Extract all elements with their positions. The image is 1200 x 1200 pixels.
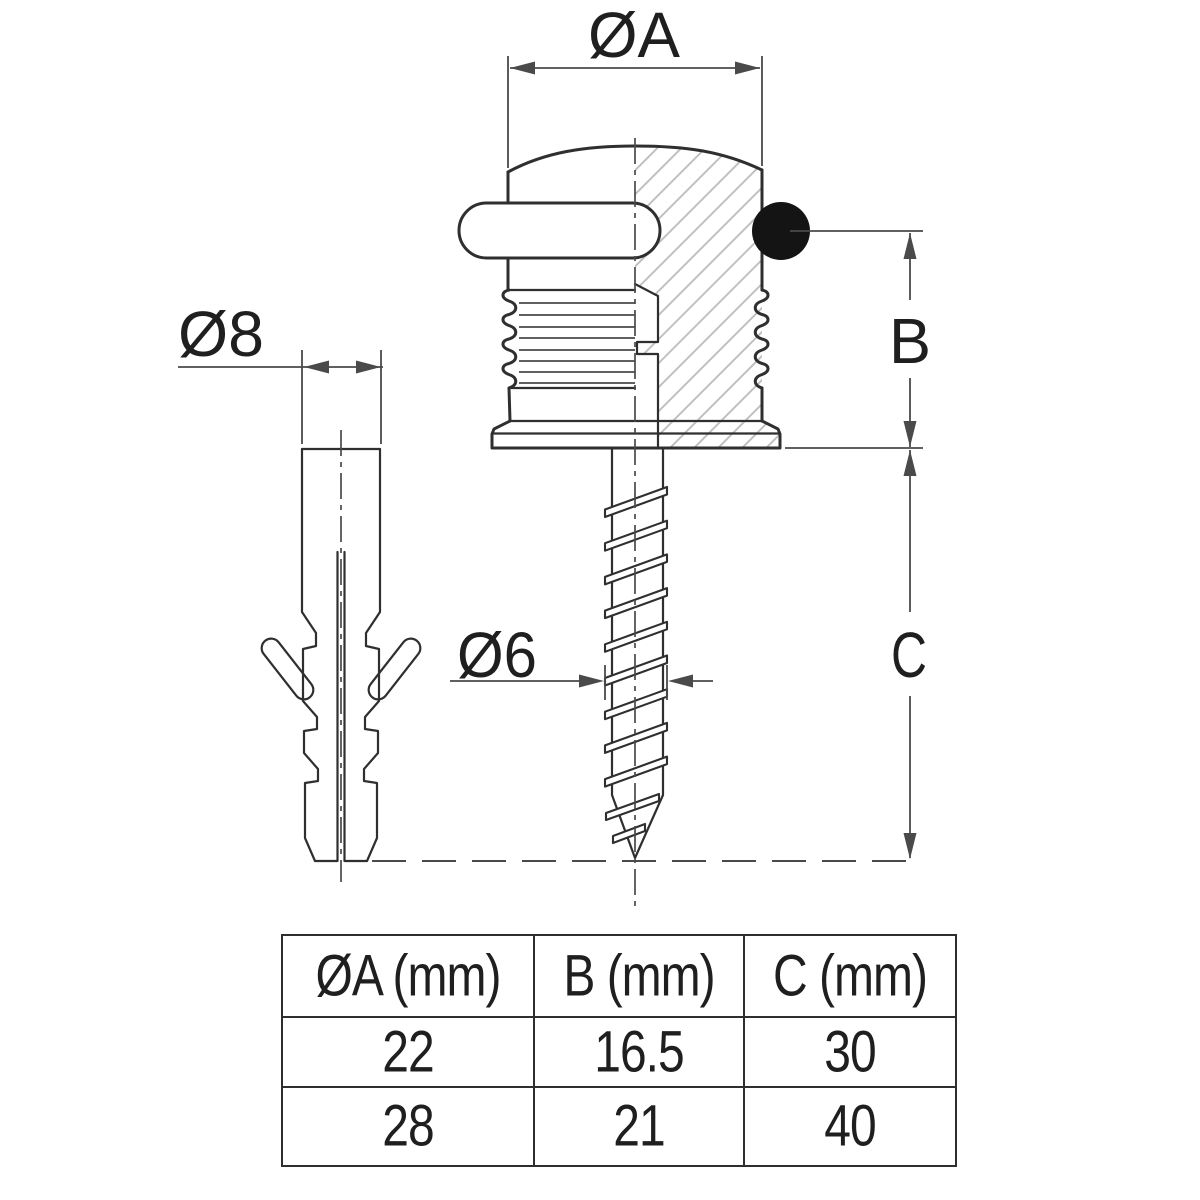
table-cell-row2-c: 40 (824, 1094, 876, 1159)
c-arrow-up (903, 450, 917, 476)
b-arrow-up (903, 233, 917, 259)
thread-crest-lines (519, 302, 635, 384)
plug-expansion-slit (336, 550, 346, 863)
dimension-c: C (891, 450, 927, 859)
plug-right-wing (367, 637, 422, 701)
table-cell-row2-dia-a: 28 (283, 1088, 535, 1165)
dia-8-arrow-left (304, 360, 329, 374)
c-arrow-down (903, 833, 917, 859)
dia-a-arrow-right (735, 61, 760, 75)
base-flange-outline (490, 419, 782, 450)
dimension-dia-a: ØA (507, 0, 763, 168)
plug-left-profile (300, 447, 339, 863)
door-stop-section-view (457, 144, 810, 450)
screw-thread-flights (603, 485, 669, 845)
table-cell-row1-c: 30 (745, 1018, 955, 1088)
dim-label-b: B (889, 305, 931, 377)
dimension-dia-6: Ø6 (450, 619, 713, 700)
section-hatch-area (635, 147, 780, 448)
right-thread-ribs (753, 288, 770, 390)
rubber-buffer-dot (752, 202, 810, 260)
dia-6-extension-ticks (604, 665, 668, 700)
table-cell-row2-b: 21 (535, 1088, 745, 1165)
table-header-c: C (mm) (745, 936, 955, 1018)
size-table: ØA (mm) B (mm) C (mm) 22 16.5 30 28 21 4… (281, 934, 957, 1167)
dia-8-arrow-right (356, 360, 381, 374)
pilot-hole-wall (633, 282, 660, 448)
dimension-dia-8: Ø8 (178, 298, 383, 444)
dia-6-arrow-right (668, 674, 693, 688)
dim-label-c: C (891, 619, 927, 691)
dim-label-dia-8: Ø8 (178, 298, 264, 370)
dia-6-arrow-left (579, 674, 604, 688)
left-wall-lower (507, 386, 512, 423)
table-cell-row1-dia-a: 22 (283, 1018, 535, 1088)
table-cell-row1-b: 16.5 (535, 1018, 745, 1088)
hook-eye-slot (457, 201, 662, 260)
table-header-dia-a: ØA (mm) (283, 936, 535, 1018)
dia-a-arrow-left (510, 61, 535, 75)
plug-right-profile (343, 447, 382, 863)
left-thread-ribs (501, 288, 518, 390)
table-header-b: B (mm) (535, 936, 745, 1018)
dia-a-extension-lines (507, 56, 763, 168)
centerlines (340, 138, 921, 906)
dimension-b: B (785, 230, 931, 449)
dia-8-extension-lines (301, 350, 382, 444)
b-arrow-down (903, 421, 917, 447)
screw (603, 446, 669, 860)
plug-left-wing (260, 637, 315, 701)
dim-label-dia-a: ØA (588, 0, 680, 71)
dim-label-dia-6: Ø6 (457, 619, 537, 691)
wall-plug-view (260, 447, 422, 863)
